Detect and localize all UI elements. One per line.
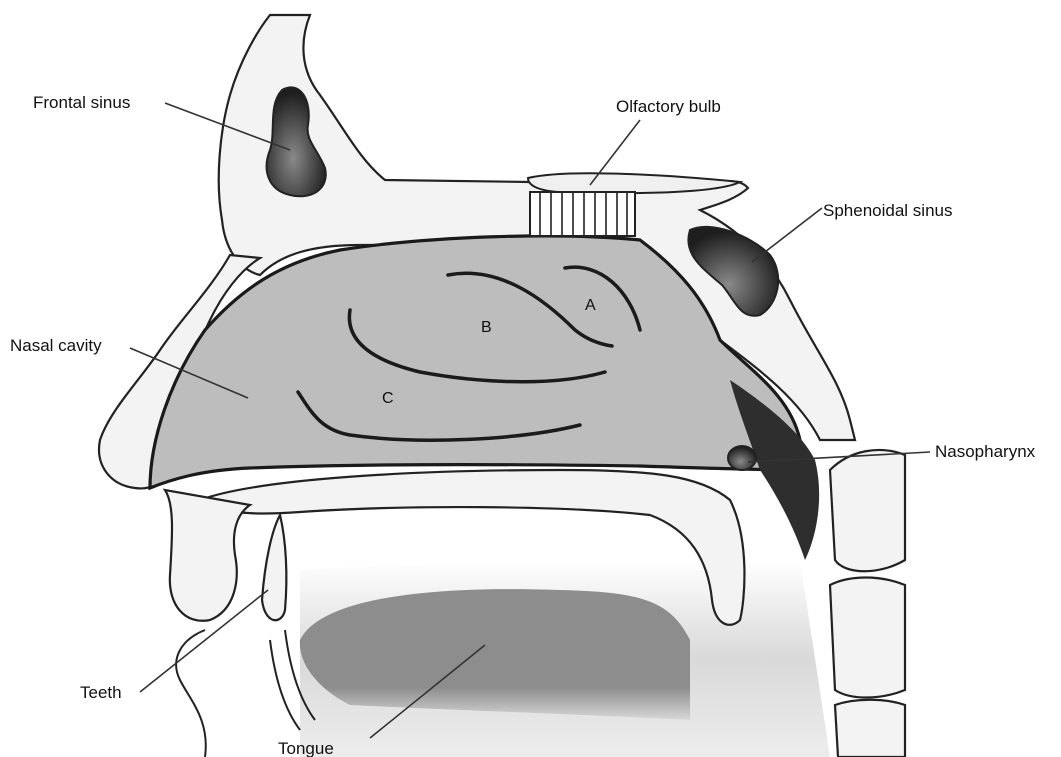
upper-lip bbox=[165, 490, 250, 621]
teeth-label: Teeth bbox=[80, 683, 122, 702]
lower-lip-outline bbox=[176, 630, 206, 757]
concha-c-label: C bbox=[382, 390, 394, 407]
olfactory-bulb-label: Olfactory bulb bbox=[616, 97, 721, 116]
sphenoidal-sinus-leader bbox=[752, 208, 822, 262]
nasopharynx-opening bbox=[728, 446, 756, 470]
cribriform-plate bbox=[530, 192, 635, 236]
olfactory-bulb-shape bbox=[528, 173, 740, 193]
concha-a-label: A bbox=[585, 297, 596, 314]
cervical-vertebrae bbox=[830, 450, 905, 757]
tongue-shape bbox=[300, 589, 690, 720]
nasopharynx-label: Nasopharynx bbox=[935, 442, 1036, 461]
sphenoidal-sinus-label: Sphenoidal sinus bbox=[823, 201, 952, 220]
tongue-label: Tongue bbox=[278, 739, 334, 757]
teeth-shape bbox=[262, 515, 286, 620]
frontal-sinus-label: Frontal sinus bbox=[33, 93, 130, 112]
nasal-cavity-label: Nasal cavity bbox=[10, 336, 102, 355]
concha-b-label: B bbox=[481, 319, 492, 336]
